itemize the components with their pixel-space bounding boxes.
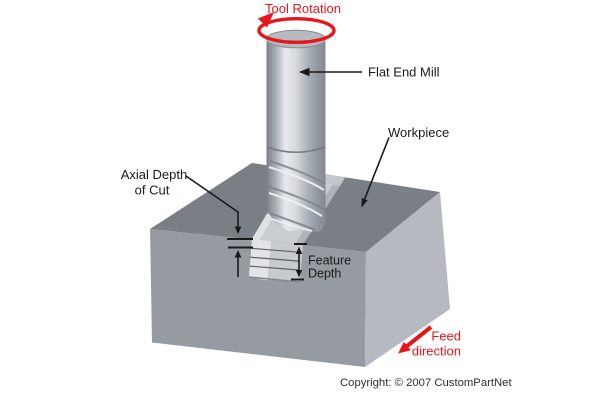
up-arrowhead-icon	[234, 250, 242, 258]
feed-direction-annotation: Feed direction	[398, 325, 461, 359]
pass-step-line	[249, 265, 299, 271]
flat-end-mill-label: Flat End Mill	[368, 65, 440, 80]
feed-arrowhead-icon	[398, 341, 411, 354]
axial-depth-label-line1: Axial Depth	[121, 167, 187, 182]
workpiece-front-face	[150, 229, 366, 367]
slot-floor-edge	[248, 276, 301, 283]
workpiece-block	[150, 163, 450, 367]
feed-label-line2: direction	[412, 344, 461, 359]
up-arrowhead-icon	[295, 246, 303, 254]
rotation-arrowhead-icon	[258, 12, 274, 28]
feature-depth-annotation: Feature Depth	[291, 243, 351, 281]
feature-depth-label-line2: Depth	[308, 267, 341, 281]
feature-depth-label-line1: Feature	[308, 254, 351, 268]
flute-spiral-line	[266, 185, 326, 211]
flute-spiral-line	[266, 211, 317, 231]
flat-end-mill-tool	[266, 29, 326, 232]
pass-step-line	[250, 247, 300, 253]
down-arrowhead-icon	[234, 226, 242, 234]
tool-rotation-label: Tool Rotation	[265, 1, 341, 16]
workpiece-leader	[363, 137, 390, 200]
pass-step-line	[249, 256, 299, 262]
feed-direction-arrow	[405, 325, 433, 349]
copyright-text: Copyright: © 2007 CustomPartNet	[340, 377, 512, 389]
rotation-arrow	[257, 17, 336, 45]
down-arrowhead-icon	[295, 270, 303, 278]
workpiece-annotation: Workpiece	[361, 125, 449, 208]
flute-highlight-line	[271, 218, 313, 232]
shank-bottom-rim	[266, 146, 326, 154]
flute-highlight-line	[268, 191, 323, 217]
flute-highlight-line	[268, 165, 325, 191]
workpiece-label: Workpiece	[388, 125, 449, 140]
leader-arrowhead-icon	[361, 198, 368, 208]
axial-depth-leader	[185, 175, 239, 227]
flute-spiral-line	[266, 159, 326, 185]
end-mill-shank	[266, 42, 326, 153]
feed-label-line1: Feed	[431, 329, 461, 344]
slot-front-left-wall	[249, 239, 271, 281]
axial-depth-label-line2: of Cut	[135, 183, 170, 198]
flat-end-mill-annotation: Flat End Mill	[299, 65, 440, 80]
slot-front-opening	[248, 239, 303, 283]
tool-rotation-annotation: Tool Rotation	[257, 1, 341, 45]
workpiece-right-face	[365, 192, 450, 367]
leader-arrowhead-icon	[299, 67, 310, 77]
axial-depth-annotation: Axial Depth of Cut	[121, 167, 253, 277]
